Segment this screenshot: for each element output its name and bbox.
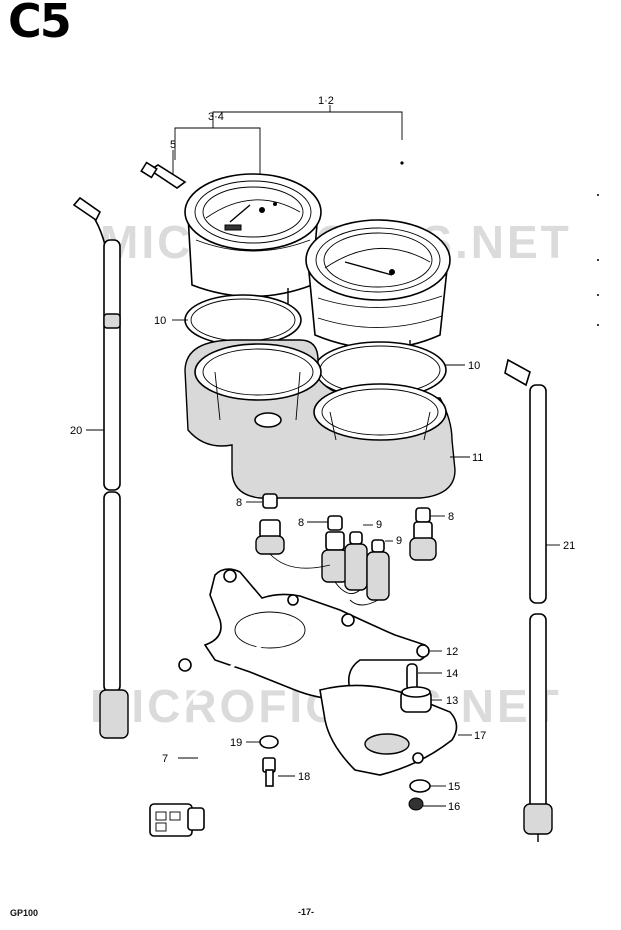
top-bracket-leaders xyxy=(174,105,404,178)
callout-1-2: 1·2 xyxy=(318,95,334,107)
small-hardware-parts xyxy=(259,644,432,811)
part-7-wiring-harness xyxy=(149,623,292,837)
part-21-speedometer-cable xyxy=(504,358,553,842)
callout-18: 18 xyxy=(298,771,310,783)
callout-8-b: 8 xyxy=(298,517,304,529)
callout-21: 21 xyxy=(563,540,575,552)
callout-17: 17 xyxy=(474,730,486,742)
callout-9-a: 9 xyxy=(376,519,382,531)
part-10-rubber-rings xyxy=(184,294,447,399)
callout-labels: 1·2 3·4 5 7 8 8 8 9 9 10 10 11 12 13 14 … xyxy=(70,95,575,813)
callout-8-a: 8 xyxy=(236,497,242,509)
part-11-meter-case xyxy=(184,339,456,499)
part-20-tachometer-cable xyxy=(72,196,129,739)
callout-7: 7 xyxy=(162,753,168,765)
callout-14: 14 xyxy=(446,668,458,680)
callout-8-c: 8 xyxy=(448,511,454,523)
edge-dots xyxy=(597,194,599,326)
callout-5: 5 xyxy=(170,139,176,151)
page-code-header: C5 xyxy=(8,0,72,48)
part-5-bulb-socket xyxy=(140,161,187,189)
callout-10-a: 10 xyxy=(154,315,166,327)
callout-10-b: 10 xyxy=(468,360,480,372)
callout-13: 13 xyxy=(446,695,458,707)
callout-11: 11 xyxy=(472,452,483,464)
callout-12: 12 xyxy=(446,646,458,658)
part-1-2-speedometer xyxy=(305,219,451,358)
page-number: -17- xyxy=(298,907,315,917)
model-footer: GP100 xyxy=(10,908,39,918)
parts-8-9-bulb-sockets xyxy=(255,493,437,606)
callout-3-4: 3·4 xyxy=(208,111,224,123)
callout-20: 20 xyxy=(70,425,82,437)
callout-15: 15 xyxy=(448,781,460,793)
part-3-4-tachometer xyxy=(184,173,322,305)
callout-9-b: 9 xyxy=(396,535,402,547)
callout-leader-lines xyxy=(86,150,560,807)
callout-19: 19 xyxy=(230,737,242,749)
callout-16: 16 xyxy=(448,801,460,813)
